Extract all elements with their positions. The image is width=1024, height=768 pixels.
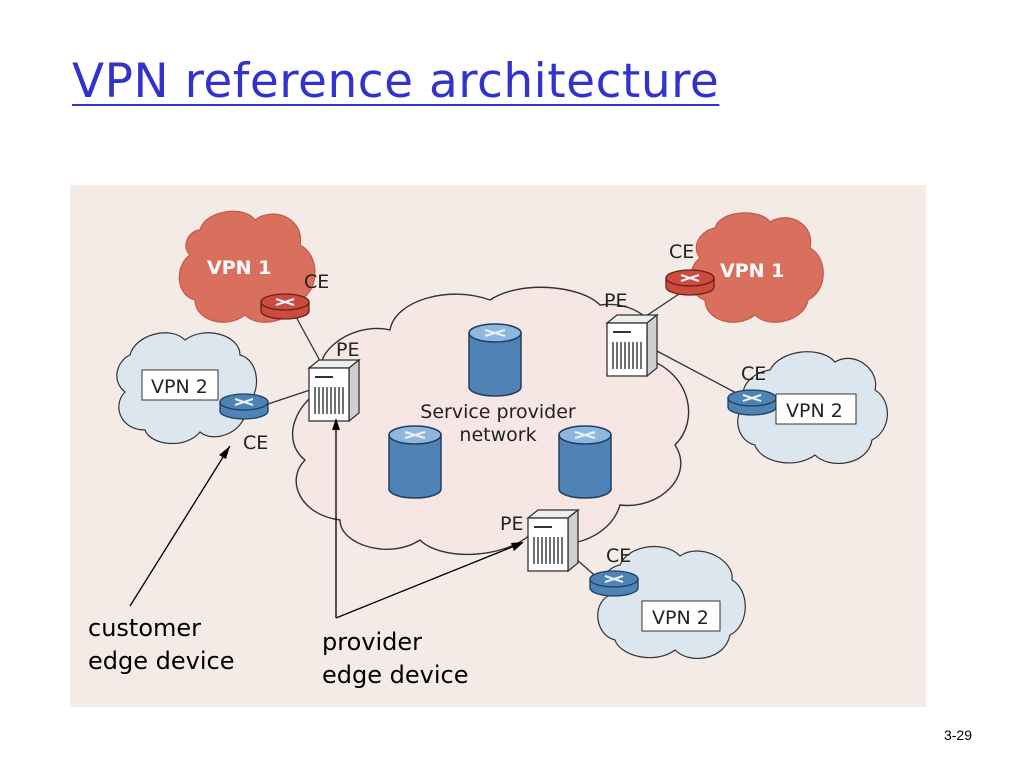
pe-label-left: PE — [336, 339, 359, 361]
ce-router-vpn1-right — [665, 269, 715, 296]
provider-edge-callout: provider edge device — [322, 626, 468, 692]
ce-label-vpn1-right: CE — [669, 241, 694, 263]
vpn2-bottom-label: VPN 2 — [652, 607, 709, 629]
slide-title: VPN reference architecture — [72, 54, 720, 109]
ce-label-vpn1-left: CE — [304, 271, 329, 293]
vpn2-left-box — [141, 369, 219, 401]
ce-router-vpn1-left — [260, 293, 310, 320]
provider-edge-line1: provider — [322, 628, 422, 656]
customer-edge-line2: edge device — [88, 647, 235, 675]
vpn2-right-label: VPN 2 — [786, 400, 843, 422]
core-router-left — [388, 425, 442, 499]
pe-label-right: PE — [604, 290, 627, 312]
vpn2-right-box — [775, 393, 857, 425]
ce-label-vpn2-left: CE — [243, 432, 268, 454]
arrowheads — [219, 418, 524, 551]
vpn2-left-label: VPN 2 — [151, 376, 208, 398]
vpn1-right-label: VPN 1 — [720, 260, 784, 282]
pe-device-right — [606, 314, 658, 377]
customer-edge-callout: customer edge device — [88, 612, 234, 678]
pe-label-bottom: PE — [500, 513, 523, 535]
ce-router-vpn2-left — [219, 393, 269, 420]
pe-device-left — [308, 359, 360, 422]
provider-edge-line2: edge device — [322, 661, 469, 689]
slide-number: 3-29 — [943, 727, 972, 743]
ce-router-vpn2-right — [727, 389, 777, 416]
pe-device-bottom — [527, 509, 579, 572]
vpn1-left-label: VPN 1 — [207, 257, 271, 279]
ce-router-vpn2-bottom — [589, 570, 639, 597]
core-router-right — [558, 425, 612, 499]
service-provider-label-line2: network — [459, 424, 536, 446]
customer-edge-line1: customer — [88, 614, 202, 642]
vpn2-bottom-box — [641, 600, 721, 632]
ce-label-vpn2-right: CE — [741, 363, 766, 385]
vpn1-right-cloud — [690, 212, 824, 323]
core-router-top — [468, 323, 522, 397]
service-provider-label-line1: Service provider — [420, 401, 576, 423]
callout-arrows — [129, 420, 523, 619]
ce-label-vpn2-bottom: CE — [606, 545, 631, 567]
